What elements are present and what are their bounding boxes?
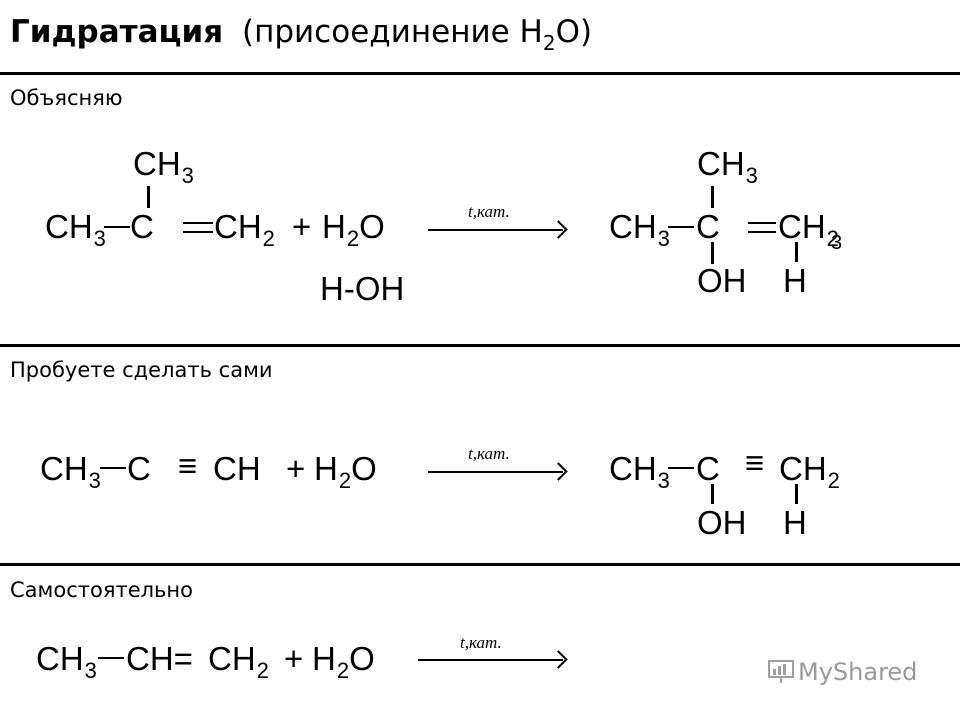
r1-single-bond <box>104 226 130 228</box>
r3-h2o: H2O <box>312 640 375 683</box>
r1-c: C <box>130 208 154 245</box>
r2-single-bond <box>100 467 126 469</box>
r1-double-bond-top <box>183 222 213 224</box>
watermark-text: MyShared <box>798 658 918 686</box>
r1p-bond-vertical-right <box>795 242 798 262</box>
r2-c: C <box>127 450 151 487</box>
r1p-bond-vertical-top <box>711 186 714 208</box>
section-try-label: Пробуете сделать сами <box>10 358 273 382</box>
r1-ch2: CH2 <box>214 208 275 251</box>
section-explain-label: Объясняю <box>10 86 123 110</box>
r2p-h: H <box>783 504 807 541</box>
r3-arrow <box>418 659 563 661</box>
r2p-ch2: CH2 <box>779 450 840 493</box>
r2p-c: C <box>696 450 720 487</box>
r2p-oh: OH <box>697 504 747 541</box>
r2p-bond-vertical-right <box>795 484 798 504</box>
r1-arrow <box>428 229 563 231</box>
r2p-triple-bond: ≡ <box>745 444 765 481</box>
r2-plus: + <box>286 450 306 487</box>
r2-triple-bond: ≡ <box>178 447 198 484</box>
r1p-h: H <box>783 262 807 299</box>
r1-h2o: H2O <box>322 208 385 251</box>
r3-single-bond <box>98 657 124 659</box>
r3-conditions: t,кат. <box>460 633 502 652</box>
r1-double-bond-bottom <box>183 231 213 233</box>
r1p-top-ch3: CH3 <box>697 145 758 188</box>
r1p-ch3: CH3 <box>609 208 670 251</box>
r1-plus: + <box>292 208 312 245</box>
r2-ch: CH <box>213 450 261 487</box>
page-subtitle: (присоединение H2O) <box>242 14 593 55</box>
r2p-bond-vertical-left <box>711 484 714 504</box>
r1-hoh: H-OH <box>320 270 405 307</box>
r1-bond-vertical <box>147 186 150 208</box>
r2p-ch3: CH3 <box>609 450 670 493</box>
section-self-label: Самостоятельно <box>10 578 194 602</box>
r1p-bond-vertical-left <box>711 242 714 264</box>
r3-ch2: CH2 <box>208 640 269 683</box>
divider-2 <box>0 344 960 347</box>
r1p-oh: OH <box>697 262 747 299</box>
divider-3 <box>0 563 960 566</box>
r1-conditions: t,кат. <box>468 202 510 221</box>
divider-1 <box>0 72 960 75</box>
r1-top-ch3: CH3 <box>133 145 194 188</box>
r1p-double-bond-top <box>748 222 776 224</box>
r3-ch-double: CH= <box>126 640 193 677</box>
r2-arrow <box>428 471 563 473</box>
r2-h2o: H2O <box>314 450 377 493</box>
page-title: Гидратация <box>10 14 224 50</box>
r2p-single-bond <box>668 467 694 469</box>
r1p-single-bond <box>668 226 694 228</box>
r1p-c: C <box>696 208 720 245</box>
r2-conditions: t,кат. <box>468 444 510 463</box>
r1p-double-bond-bottom <box>748 231 776 233</box>
r1p-ch2: CH2 <box>778 208 839 251</box>
r3-plus: + <box>284 640 304 677</box>
r1p-sub-overlap: 3 <box>831 232 843 254</box>
r1-ch3: CH3 <box>45 208 106 251</box>
r3-ch3: CH3 <box>36 640 97 683</box>
r2-ch3: CH3 <box>40 450 101 493</box>
presentation-icon <box>768 660 794 684</box>
